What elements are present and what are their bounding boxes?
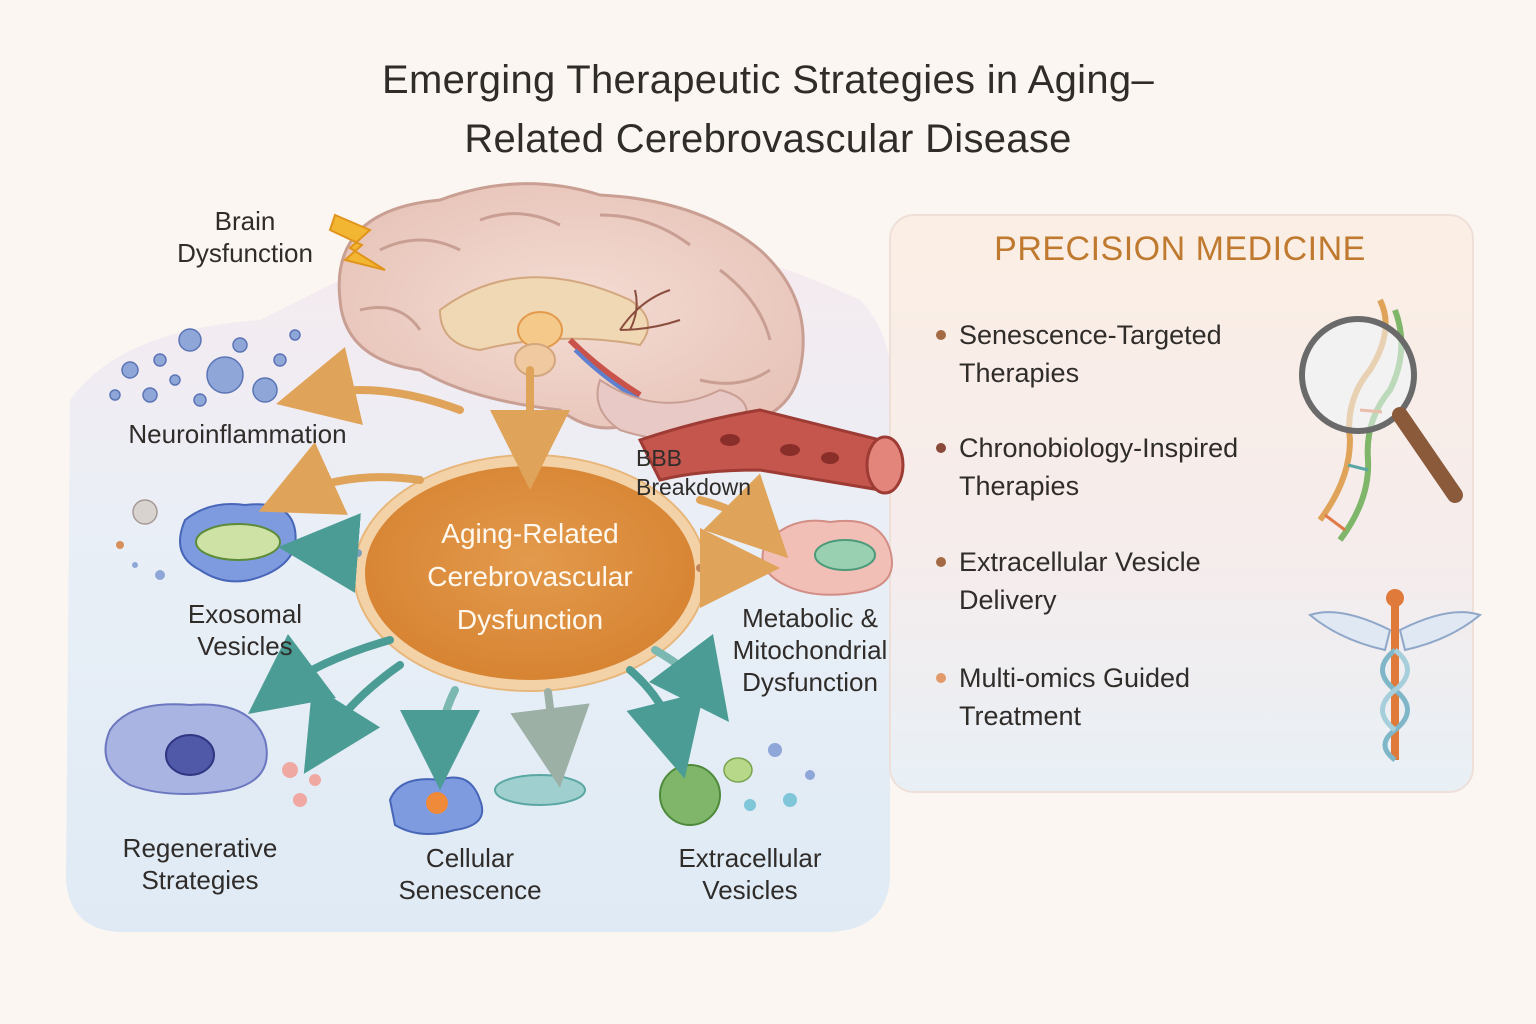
central-label-line1: Aging-Related — [370, 512, 690, 555]
label-neuroinflammation: Neuroinflammation — [95, 418, 380, 450]
arrow-to-exosomal-small — [318, 550, 358, 553]
metabolic-mitochondrial-illustration — [763, 521, 893, 595]
page-title-line1: Emerging Therapeutic Strategies in Aging… — [0, 58, 1536, 103]
pm-item-senescence: Senescence-Targeted Therapies — [936, 316, 1222, 392]
bullet-dot — [936, 673, 946, 683]
label-brain-dysfunction: Brain Dysfunction — [150, 205, 340, 269]
central-label-line2: Cerebrovascular — [370, 555, 690, 598]
label-extracellular-vesicles: Extracellular Vesicles — [640, 842, 860, 906]
label-metabolic-mitochondrial: Metabolic & Mitochondrial Dysfunction — [700, 602, 920, 698]
central-label-line3: Dysfunction — [370, 598, 690, 641]
precision-medicine-heading: PRECISION MEDICINE — [890, 230, 1470, 269]
bullet-dot — [936, 330, 946, 340]
label-exosomal-vesicles: Exosomal Vesicles — [150, 598, 340, 662]
bullet-dot — [936, 443, 946, 453]
pm-item-chronobiology: Chronobiology-Inspired Therapies — [936, 429, 1238, 505]
page-title-line2: Related Cerebrovascular Disease — [0, 117, 1536, 162]
bullet-dot — [936, 557, 946, 567]
label-bbb-breakdown: BBB Breakdown — [636, 444, 786, 502]
label-regenerative-strategies: Regenerative Strategies — [90, 832, 310, 896]
pm-item-multiomics: Multi-omics Guided Treatment — [936, 659, 1190, 735]
pm-item-ev-delivery: Extracellular Vesicle Delivery — [936, 543, 1201, 619]
label-cellular-senescence: Cellular Senescence — [360, 842, 580, 906]
central-node-label: Aging-Related Cerebrovascular Dysfunctio… — [370, 512, 690, 641]
